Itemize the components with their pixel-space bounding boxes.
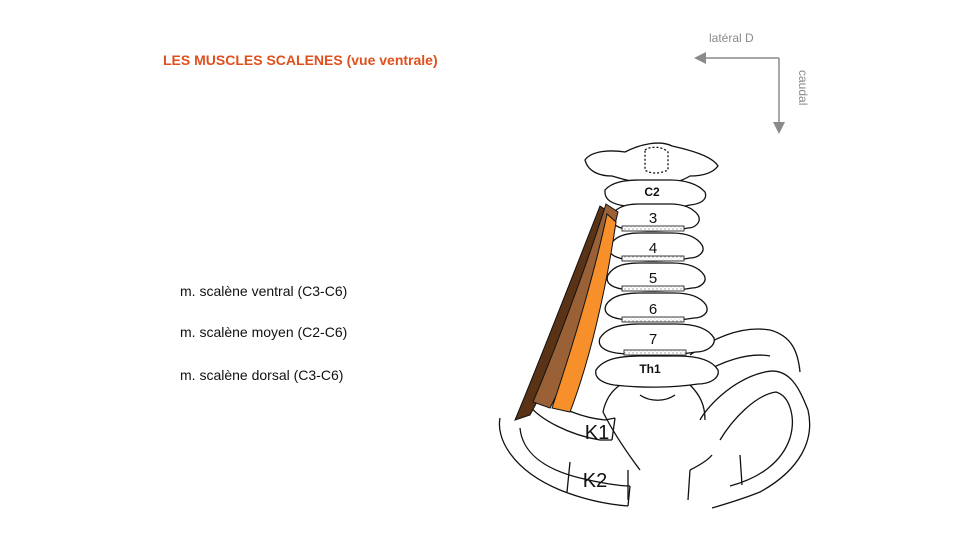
scalene-muscles: [514, 203, 619, 421]
vertebra-th1: [595, 355, 719, 388]
rib-k2-right: [699, 370, 811, 509]
label-c5: 5: [649, 270, 657, 287]
label-c6: 6: [649, 301, 657, 318]
page-title: LES MUSCLES SCALENES (vue ventrale): [163, 52, 438, 68]
cervical-spine: [584, 142, 719, 388]
label-c3: 3: [649, 210, 657, 227]
legend-scalene-ventral: m. scalène ventral (C3-C6): [180, 283, 348, 299]
vertebra-c5: [606, 262, 706, 292]
orientation-arrows: [694, 52, 785, 134]
lateral-direction-label: latéral D: [709, 31, 754, 45]
vertebra-c6: [604, 292, 708, 322]
label-k1: K1: [585, 422, 609, 444]
vertebra-c7: [598, 323, 715, 356]
scalene-ventral-muscle: [551, 213, 617, 413]
rib-cage: [498, 328, 811, 509]
label-c4: 4: [649, 240, 657, 257]
rib-k2-left: [498, 417, 629, 507]
label-k2: K2: [583, 470, 607, 492]
legend-scalene-middle: m. scalène moyen (C2-C6): [180, 324, 348, 340]
label-c2: C2: [644, 185, 660, 199]
legend-scalene-dorsal: m. scalène dorsal (C3-C6): [180, 367, 344, 383]
label-th1: Th1: [639, 362, 661, 376]
label-c7: 7: [649, 331, 657, 348]
